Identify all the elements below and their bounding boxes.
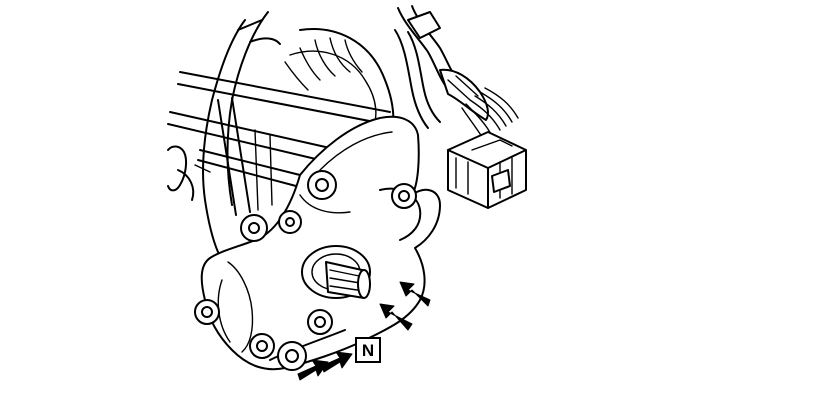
arrow-middle <box>379 303 413 331</box>
left-bracket <box>167 145 211 201</box>
electrical-connector <box>447 131 527 209</box>
bolt-boss-left-low <box>194 299 220 325</box>
housing-outline <box>201 11 395 253</box>
bolt-boss-right <box>391 183 417 209</box>
bolt-boss-left-mid <box>240 214 268 242</box>
bolt-bosses <box>194 170 417 371</box>
callout-n-label: N <box>362 341 374 360</box>
arrow-lower-right <box>321 351 353 373</box>
wire-harness <box>394 5 519 141</box>
bolt-boss-bottom-left <box>249 333 275 359</box>
arrow-upper <box>399 281 431 307</box>
output-shaft <box>301 245 371 299</box>
support-rods <box>167 71 391 216</box>
pointer-arrows <box>297 281 431 381</box>
bolt-boss-lower-mid <box>307 309 333 335</box>
callout-n: N <box>355 337 381 363</box>
bolt-boss-bottom <box>277 341 307 371</box>
bolt-boss-upper <box>307 170 337 200</box>
bolt-boss-center <box>278 210 302 234</box>
